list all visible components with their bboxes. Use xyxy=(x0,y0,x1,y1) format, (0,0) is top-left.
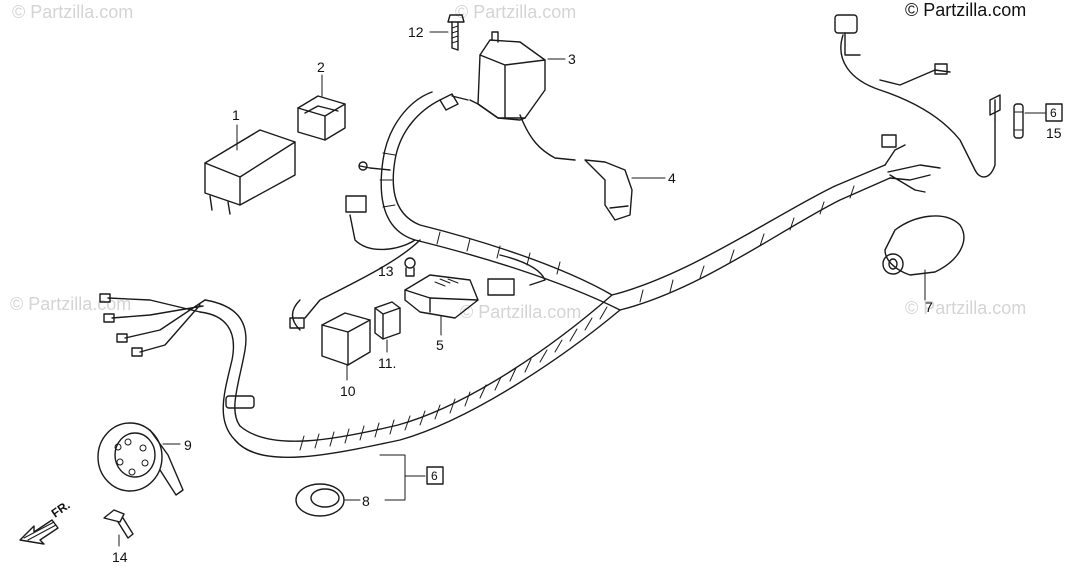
main-harness xyxy=(99,91,941,459)
callout-14: 14 xyxy=(112,549,128,565)
part-1-relay-cover xyxy=(204,129,296,215)
regulator-connector xyxy=(487,278,515,296)
relay-socket-connector xyxy=(345,195,367,213)
part-7-cover xyxy=(882,215,965,276)
part-8-grommet xyxy=(295,483,345,517)
watermark-center: © Partzilla.com xyxy=(460,302,581,322)
callout-8: 8 xyxy=(362,493,370,509)
part-10-flasher xyxy=(321,312,371,366)
callout-2: 2 xyxy=(317,59,325,75)
callout-5: 5 xyxy=(436,337,444,353)
watermark-right: © Partzilla.com xyxy=(905,298,1026,318)
part-14-bolt xyxy=(103,509,134,539)
callout-10: 10 xyxy=(340,383,356,399)
watermark-left: © Partzilla.com xyxy=(10,294,131,314)
callout-15: 15 xyxy=(1046,125,1062,141)
part-3-ignition-coil xyxy=(469,31,576,161)
boxed-ref-6-right-text: 6 xyxy=(1050,106,1057,120)
terminal-connector xyxy=(131,347,143,357)
callout-4: 4 xyxy=(668,170,676,186)
part-4-plug-cap xyxy=(584,159,633,221)
switch-lead xyxy=(834,14,1001,178)
callout-7: 7 xyxy=(925,299,933,315)
terminal-connector xyxy=(116,333,128,343)
part-9-horn xyxy=(97,422,184,496)
front-direction-arrow: FR. xyxy=(19,498,73,545)
callout-3: 3 xyxy=(568,51,576,67)
terminal-connector xyxy=(99,293,111,303)
callout-13: 13 xyxy=(378,263,394,279)
harness-collar xyxy=(225,395,255,409)
terminal-connector xyxy=(103,313,115,323)
switch-connector xyxy=(834,14,858,34)
callout-11: 11. xyxy=(378,355,396,371)
boxed-ref-6-lower xyxy=(426,466,444,485)
watermark-top-left: © Partzilla.com xyxy=(12,2,133,22)
upper-connector xyxy=(439,93,469,111)
part-13-screw xyxy=(404,257,416,277)
part-12-bolt xyxy=(447,14,465,51)
part-5-regulator-rectifier xyxy=(404,274,479,319)
callout-1: 1 xyxy=(232,107,240,123)
boxed-ref-6-lower-text: 6 xyxy=(431,469,438,483)
watermark-brand: © Partzilla.com xyxy=(905,0,1026,20)
part-15-fuse xyxy=(1013,103,1024,139)
wire-connector xyxy=(934,63,948,75)
front-label: FR. xyxy=(49,498,73,521)
junction-connector xyxy=(881,134,897,148)
small-connector xyxy=(289,317,305,329)
part-2-relay xyxy=(297,95,346,141)
boxed-ref-6-right xyxy=(1045,103,1063,122)
part-11-small-relay xyxy=(374,301,401,340)
callout-12: 12 xyxy=(408,24,424,40)
watermark-top-center: © Partzilla.com xyxy=(455,2,576,22)
callout-9: 9 xyxy=(184,437,192,453)
